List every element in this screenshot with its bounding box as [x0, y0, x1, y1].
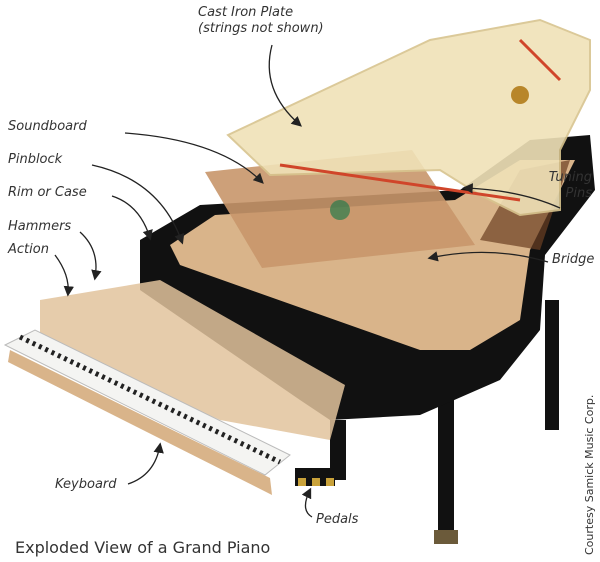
label-bridge: Bridge: [552, 252, 595, 267]
label-pedals: Pedals: [316, 512, 359, 527]
piano-legs: [330, 300, 559, 544]
cast-iron-plate: [226, 18, 591, 217]
image-credit: Courtesy Samick Music Corp.: [583, 394, 596, 555]
diagram-title: Exploded View of a Grand Piano: [15, 538, 271, 557]
label-tuning-pins-line2: Pins: [565, 186, 592, 201]
label-keyboard: Keyboard: [55, 477, 117, 492]
label-pinblock: Pinblock: [8, 152, 63, 167]
label-arrows: [54, 44, 561, 518]
label-cast-iron-plate: Cast Iron Plate (strings not shown): [198, 5, 324, 37]
label-tuning-pins: Tuning Pins: [548, 170, 592, 202]
piano-action: [40, 280, 345, 440]
label-hammers: Hammers: [8, 219, 72, 234]
pedals: [295, 468, 335, 486]
label-cast-iron-plate-text: Cast Iron Plate: [198, 5, 294, 20]
label-tuning-pins-line1: Tuning: [548, 170, 592, 185]
label-action: Action: [8, 242, 49, 257]
label-cast-iron-plate-note: (strings not shown): [198, 21, 324, 36]
label-rim-or-case: Rim or Case: [8, 185, 87, 200]
label-soundboard: Soundboard: [8, 119, 87, 134]
